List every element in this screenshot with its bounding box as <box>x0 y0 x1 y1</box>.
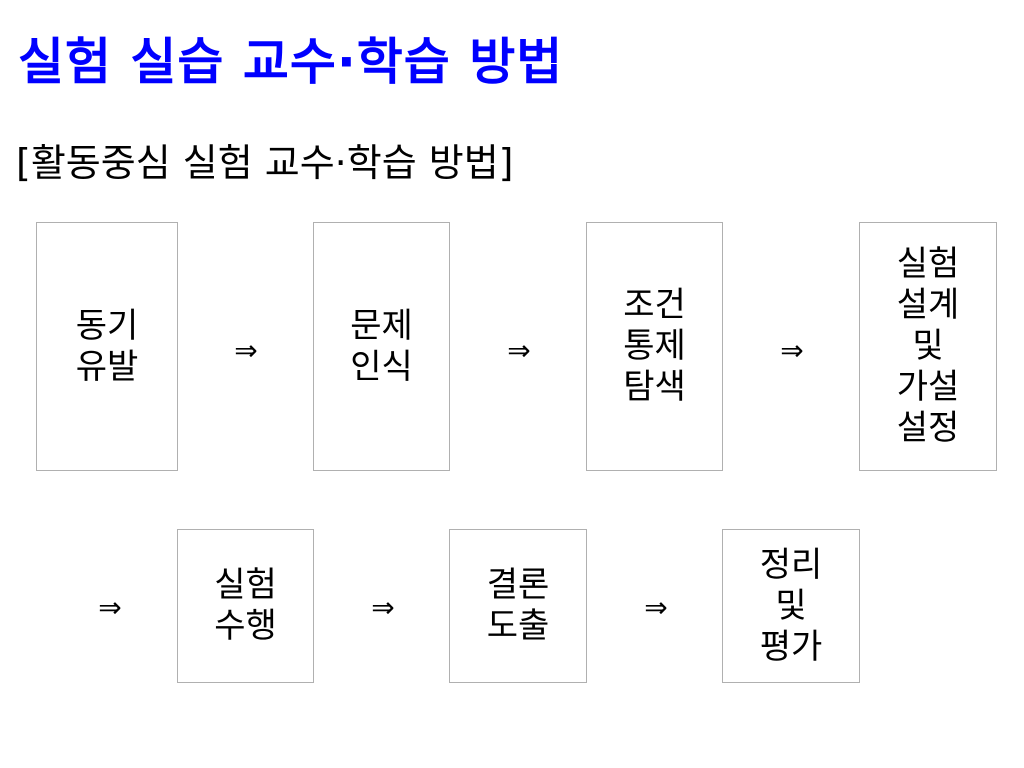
step-line: 평가 <box>759 626 823 667</box>
step-box-conclusion: 결론 도출 <box>449 529 587 683</box>
step-box-motivation: 동기 유발 <box>36 222 178 471</box>
step-line: 통제 <box>623 326 686 366</box>
step-line: 조건 <box>623 285 686 325</box>
step-line: 및 <box>775 585 807 626</box>
step-line: 문제 <box>350 305 413 346</box>
step-box-summary-evaluation: 정리 및 평가 <box>722 529 860 683</box>
step-box-experiment-design: 실험 설계 및 가설 설정 <box>859 222 997 471</box>
step-line: 설계 <box>896 285 960 325</box>
flow-arrow: ⇒ <box>371 591 395 624</box>
step-box-problem-recognition: 문제 인식 <box>313 222 450 471</box>
flow-arrow: ⇒ <box>507 334 531 367</box>
step-line: 및 <box>912 326 944 366</box>
page-title: 실험 실습 교수·학습 방법 <box>18 33 564 91</box>
step-line: 탐색 <box>623 367 686 407</box>
flow-arrow: ⇒ <box>234 334 258 367</box>
flow-arrow: ⇒ <box>644 591 668 624</box>
step-line: 실험 <box>214 565 277 605</box>
step-line: 설정 <box>896 408 960 448</box>
step-line: 동기 <box>75 305 139 346</box>
step-line: 인식 <box>350 346 413 387</box>
step-line: 수행 <box>214 606 277 646</box>
step-box-experiment-execution: 실험 수행 <box>177 529 314 683</box>
step-line: 도출 <box>486 606 550 646</box>
step-line: 실험 <box>896 244 960 284</box>
step-line: 가설 <box>896 367 960 407</box>
page-subtitle: [활동중심 실험 교수·학습 방법] <box>16 141 514 185</box>
flow-arrow: ⇒ <box>780 334 804 367</box>
step-line: 유발 <box>75 346 139 387</box>
step-line: 정리 <box>759 544 823 585</box>
step-line: 결론 <box>486 565 550 605</box>
flow-arrow: ⇒ <box>98 591 122 624</box>
step-box-condition-control: 조건 통제 탐색 <box>586 222 723 471</box>
